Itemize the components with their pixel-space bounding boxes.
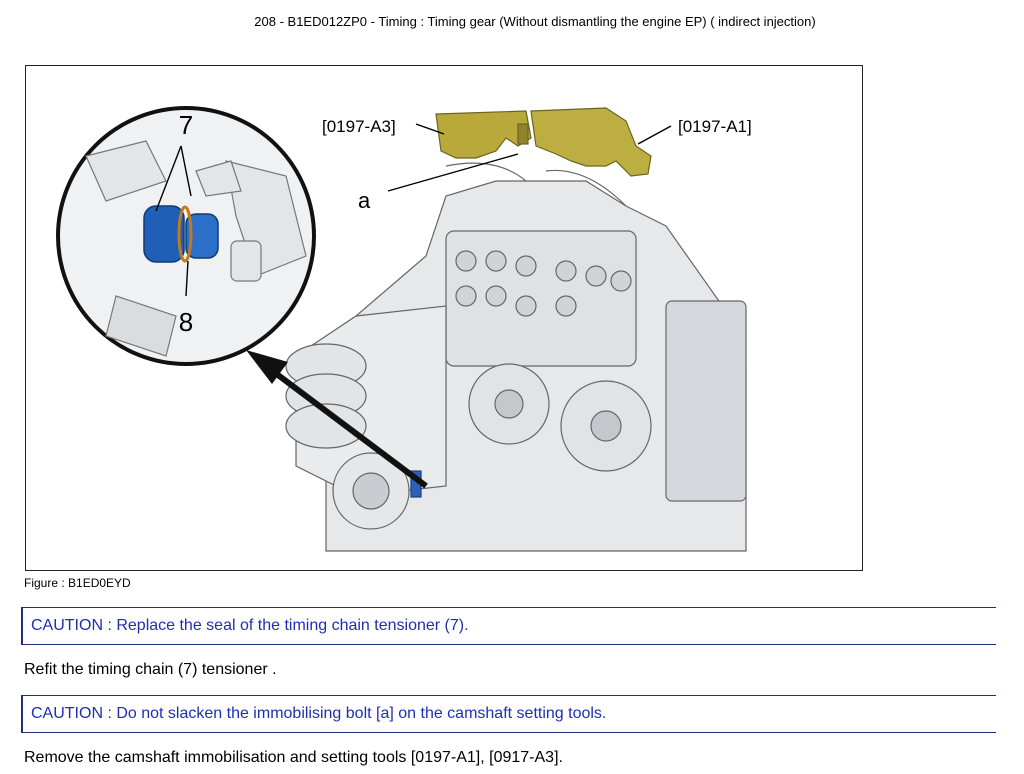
instruction-refit-tensioner: Refit the timing chain (7) tensioner . [24, 661, 277, 678]
document-title: 208 - B1ED012ZP0 - Timing : Timing gear … [254, 14, 816, 29]
caution-left-bar [21, 696, 23, 732]
figure-caption: Figure : B1ED0EYD [24, 576, 131, 590]
detail-magnifier [56, 106, 316, 366]
caution-text-bolt: CAUTION : Do not slacken the immobilisin… [31, 705, 607, 722]
instruction-remove-tools: Remove the camshaft immobilisation and s… [24, 749, 563, 766]
engine-drawing [285, 162, 747, 552]
camshaft-setting-tools [435, 107, 652, 177]
caution-box-bolt: CAUTION : Do not slacken the immobilisin… [21, 695, 996, 733]
engine-figure: 7 8 [0197-A3] [0197-A1] a [25, 65, 863, 571]
label-tool-a3: [0197-A3] [322, 117, 396, 136]
caution-text-seal: CAUTION : Replace the seal of the timing… [31, 617, 469, 634]
detail-arrow [246, 350, 428, 489]
timing-chain-tensioner [143, 205, 219, 263]
tensioner-seal [177, 205, 193, 263]
label-tool-a1: [0197-A1] [678, 117, 752, 136]
label-seal-8: 8 [179, 307, 193, 337]
engine-illustration: 7 8 [0197-A3] [0197-A1] a [56, 106, 752, 552]
caution-left-bar [21, 608, 23, 644]
label-tensioner-7: 7 [179, 110, 193, 140]
leader-lines [387, 123, 672, 192]
label-bolt-a: a [358, 188, 371, 213]
caution-box-seal: CAUTION : Replace the seal of the timing… [21, 607, 996, 645]
